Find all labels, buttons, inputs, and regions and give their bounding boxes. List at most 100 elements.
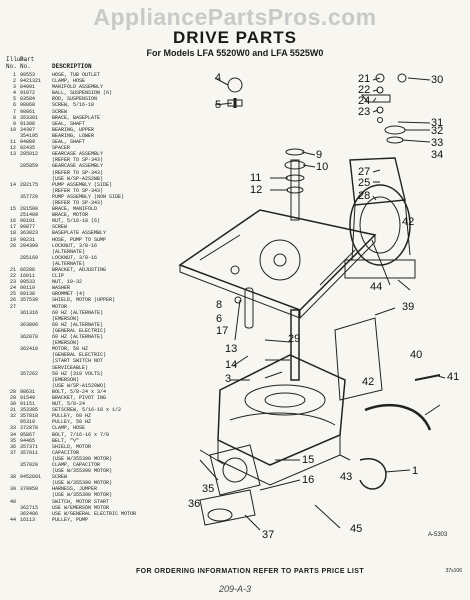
callout-5: 5 — [215, 99, 221, 111]
illus-no: 23 — [9, 279, 16, 286]
description: (GENERAL ELECTRIC) — [52, 327, 107, 334]
description: BOLT, 5/8-24 x 3/4 — [52, 388, 107, 395]
description: BRACKET, PIVOT ING — [52, 394, 107, 401]
header-part: Part — [20, 56, 35, 63]
parts-list-row: (START SWITCH NOT — [6, 358, 142, 364]
parts-list-row: (EMERSON) — [6, 340, 142, 346]
description: (EMERSON) — [52, 340, 80, 347]
illus-no: 11 — [9, 139, 16, 146]
description: NUT, 5/8-24 — [52, 401, 86, 408]
description: (EMERSON) — [52, 376, 80, 383]
description: ROD, SUSPENSION — [52, 96, 98, 103]
part-no: 16011 — [20, 273, 36, 280]
part-no: 363806 — [20, 321, 39, 328]
description: LOCKNUT, 3/8-16 — [52, 254, 98, 261]
page-title: DRIVE PARTS — [172, 28, 298, 47]
suspension-ball-part — [227, 77, 243, 93]
description: SCREW — [52, 108, 68, 115]
ordering-note: FOR ORDERING INFORMATION REFER TO PARTS … — [135, 568, 365, 575]
description: BRACE, MOTOR — [52, 212, 89, 219]
part-no: 362410 — [20, 346, 39, 353]
description: HOSE, TUB OUTLET — [52, 72, 101, 78]
part-no: 91308 — [20, 120, 36, 127]
part-no: 95867 — [20, 431, 36, 438]
callout-12: 12 — [250, 184, 262, 196]
part-no: 357020 — [20, 462, 39, 468]
illus-no: 36 — [9, 443, 16, 450]
description: GEARCASE ASSEMBLY — [52, 163, 104, 170]
part-no: 16113 — [20, 516, 36, 523]
description: BELT, "V" — [52, 437, 80, 444]
page-mark: 209-A-3 — [218, 584, 252, 594]
description: BOLT, 7/16-16 x 7/8 — [52, 431, 110, 438]
callout-8: 8 — [216, 299, 222, 311]
motor-shield-part — [334, 317, 383, 401]
header-description: DESCRIPTION — [52, 63, 92, 70]
header-illus: Illus. — [6, 56, 28, 63]
callout-25: 25 — [358, 177, 370, 189]
description: PUMP ASSEMBLY (SIDE) — [52, 181, 113, 188]
part-no: 251409 — [20, 212, 39, 219]
part-no: 9421321 — [20, 78, 42, 85]
part-no: 90877 — [20, 224, 36, 231]
part-no: 34307 — [20, 126, 36, 133]
illus-no: 29 — [9, 394, 16, 401]
part-no: 84091 — [20, 84, 36, 91]
header-part-no: No. — [20, 63, 31, 70]
illus-no: 4 — [12, 90, 16, 97]
description: HOSE, PUMP TO SUMP — [52, 236, 107, 243]
callout-13: 13 — [225, 343, 237, 355]
illus-no: 15 — [9, 206, 16, 213]
part-no: 98061 — [20, 108, 36, 115]
description: SCREW, 5/16-18 — [52, 102, 95, 109]
callout-11: 11 — [250, 172, 261, 184]
callout-1: 1 — [412, 465, 418, 477]
description: (USE W/355390 MOTOR) — [52, 468, 113, 475]
description: USE W/EMERSON MOTOR — [52, 504, 110, 511]
parts-list-row: (REFER TO SP-343) — [6, 170, 142, 176]
description: (START SWITCH NOT — [52, 358, 104, 365]
illus-no: 31 — [9, 407, 16, 414]
part-no: 89138 — [20, 291, 36, 298]
description: (REFER TO SP-343) — [52, 199, 104, 206]
callout-17: 17 — [216, 325, 228, 337]
part-no: 90231 — [20, 236, 36, 243]
illus-no: 35 — [9, 437, 16, 444]
description: SEAL, SHAFT — [52, 139, 86, 146]
part-no: 284309 — [20, 242, 39, 249]
description: (ALTERNATE) — [52, 260, 86, 267]
description: (USE W/355390 MOTOR) — [52, 480, 113, 487]
description: (USE W/355390 MOTOR) — [52, 455, 113, 462]
part-no: 90553 — [20, 72, 36, 78]
callout-41: 41 — [447, 371, 459, 383]
part-no: 357011 — [20, 449, 39, 456]
callout-24: 24 — [358, 95, 370, 107]
illus-no: 28 — [9, 388, 16, 395]
illus-no: 40 — [9, 498, 16, 505]
part-no: 94889 — [20, 139, 36, 146]
illus-no: 14 — [9, 181, 16, 188]
parts-list-row: SERVICEABLE) — [6, 365, 142, 371]
illus-no: 21 — [9, 267, 16, 273]
callout-3: 3 — [225, 373, 231, 385]
description: USE W/GENERAL ELECTRIC MOTOR — [52, 510, 137, 517]
illus-no: 10 — [9, 126, 16, 133]
illus-no: 12 — [9, 145, 16, 152]
illus-no: 9 — [12, 120, 16, 127]
description: SHIELD, MOTOR — [52, 443, 92, 450]
illus-no: 39 — [9, 486, 16, 493]
